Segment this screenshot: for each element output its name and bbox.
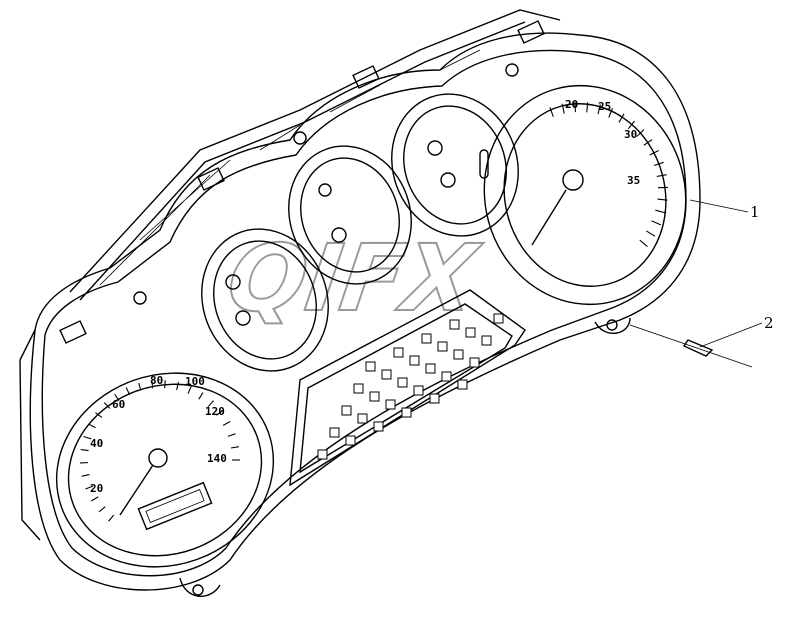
speed-tick: [230, 446, 239, 449]
speed-tick: [198, 392, 204, 400]
tacho-tick: [653, 161, 664, 166]
speed-tick: [151, 380, 154, 389]
tacho-label-20: 20: [565, 98, 578, 111]
speed-tick: [216, 409, 224, 416]
warning-lamp-icon: [345, 435, 356, 446]
tachometer-gauge: 20 25 30 35: [483, 84, 687, 306]
warning-lamp-icon: [449, 319, 460, 330]
warning-lamp-icon: [353, 383, 364, 394]
tacho-tick: [646, 230, 656, 237]
speedometer-gauge: 20 40 60 80 100 120 140 160: [55, 372, 275, 568]
speed-label-40: 40: [90, 437, 103, 450]
warning-lamp-icon: [401, 407, 412, 418]
screw: [682, 339, 714, 357]
callout-2: 2: [629, 314, 774, 368]
cluster-housing: [19, 9, 701, 598]
speed-tick: [164, 380, 166, 389]
tacho-tick: [561, 103, 565, 114]
tacho-tick: [657, 198, 668, 201]
callout-1-label: 1: [750, 203, 760, 221]
tacho-tick: [549, 107, 554, 117]
speed-tick: [98, 506, 106, 513]
callout-1: 1: [689, 199, 760, 221]
speed-tick: [91, 496, 99, 502]
speed-label-80: 80: [150, 374, 163, 387]
speed-tick: [95, 412, 103, 418]
warning-lamp-icon: [425, 363, 436, 374]
warning-lamp-icon: [441, 371, 452, 382]
callout-2-label: 2: [764, 314, 774, 332]
tacho-tick: [574, 102, 577, 113]
speed-tick: [81, 474, 90, 477]
tacho-label-30: 30: [624, 128, 637, 141]
tacho-tick: [643, 139, 653, 146]
warning-lamp-icon: [465, 327, 476, 338]
tacho-tick: [627, 120, 636, 130]
tacho-tick: [655, 209, 666, 214]
small-gauges: [201, 93, 519, 372]
speed-label-120: 120: [205, 405, 225, 418]
speed-tick: [85, 485, 94, 490]
tacho-tick: [597, 104, 601, 115]
speed-tick: [125, 387, 131, 395]
tacho-tick: [636, 129, 645, 137]
warning-lamp-icon: [493, 313, 504, 324]
warning-lamp-icon: [341, 405, 352, 416]
speed-tick: [207, 400, 215, 407]
speed-tick: [83, 435, 92, 440]
warning-lamp-icon: [357, 413, 368, 424]
speed-tick: [187, 386, 192, 394]
warning-lamp-panel: [289, 289, 526, 487]
warning-lamp-icon: [385, 399, 396, 410]
warning-lamp-icon: [369, 391, 380, 402]
warning-lamp-icon: [397, 377, 408, 388]
warning-lamp-icon: [429, 393, 440, 404]
speed-label-100: 100: [185, 375, 205, 388]
tacho-label-35: 35: [627, 174, 640, 187]
tacho-tick: [649, 150, 659, 156]
speed-label-20: 20: [90, 482, 103, 495]
speed-tick: [176, 382, 179, 391]
tacho-tick: [586, 102, 589, 113]
tacho-tick: [656, 174, 667, 177]
warning-lamp-icon: [365, 361, 376, 372]
warning-lamp-icon: [317, 449, 328, 460]
tacho-tick: [639, 239, 648, 247]
speed-tick: [114, 393, 120, 402]
speed-tick: [222, 421, 231, 426]
speed-label-60: 60: [112, 398, 125, 411]
tacho-tick: [651, 220, 662, 226]
warning-lamp-icon: [481, 335, 492, 346]
warning-lamp-icon: [413, 385, 424, 396]
speed-tick: [108, 514, 115, 522]
warning-lamp-icon: [393, 347, 404, 358]
warning-lamp-icon: [421, 333, 432, 344]
warning-lamp-icon: [381, 369, 392, 380]
speed-tick: [138, 382, 142, 391]
speed-tick: [227, 433, 236, 437]
warning-lamp-icon: [437, 341, 448, 352]
warning-lamp-icon: [469, 357, 480, 368]
tacho-tick: [618, 113, 625, 123]
warning-lamp-icon: [457, 379, 468, 390]
warning-lamp-icon: [329, 427, 340, 438]
speed-tick: [80, 449, 89, 452]
warning-lamp-icon: [453, 349, 464, 360]
speed-tick: [103, 402, 111, 409]
warning-lamp-icon: [373, 421, 384, 432]
warning-lamp-icon: [409, 355, 420, 366]
speed-tick: [88, 423, 96, 429]
tacho-tick: [608, 108, 614, 118]
tacho-label-25: 25: [598, 100, 611, 113]
speed-label-140: 140: [207, 452, 227, 465]
